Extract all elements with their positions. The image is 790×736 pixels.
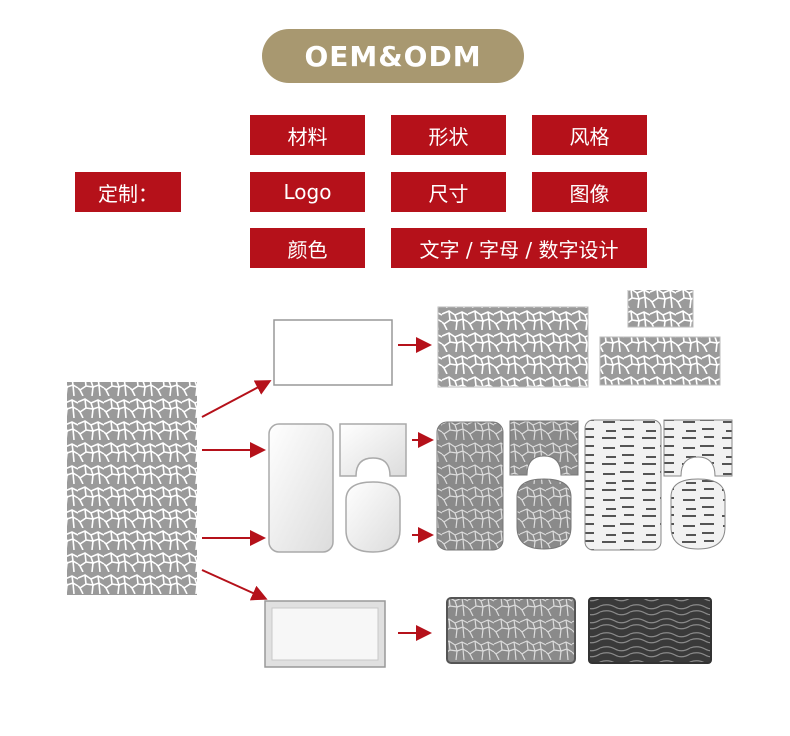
textured-lid-cover	[516, 478, 572, 550]
blank-framed-mat-inner	[271, 607, 379, 661]
tag-image: 图像	[532, 172, 647, 212]
print-contour-mat	[663, 419, 733, 477]
textured-rect-large	[437, 306, 589, 388]
textured-bath-mat	[436, 421, 504, 551]
product-diagram	[67, 290, 733, 668]
tag-material: 材料	[250, 115, 365, 155]
tag-text-design: 文字 / 字母 / 数字设计	[391, 228, 647, 268]
tag-color: 颜色	[250, 228, 365, 268]
blank-contour-mat	[339, 423, 407, 477]
wood-grain-mat	[588, 597, 712, 664]
arrow-to-framed	[201, 569, 268, 601]
print-lid-cover	[670, 478, 726, 550]
title-pill: OEM&ODM	[262, 29, 524, 83]
tag-size: 尺寸	[391, 172, 506, 212]
textured-framed-mat	[446, 597, 576, 664]
source-texture	[67, 382, 197, 595]
tag-shape: 形状	[391, 115, 506, 155]
textured-rect-medium	[599, 336, 721, 386]
textured-rect-small	[627, 290, 694, 328]
blank-bath-mat	[268, 423, 334, 553]
blank-rect-mat	[273, 319, 393, 386]
arrow-to-rect	[201, 380, 272, 418]
page-title: OEM&ODM	[304, 39, 482, 73]
blank-lid-cover	[345, 481, 401, 553]
textured-contour-mat	[509, 420, 579, 476]
tag-logo: Logo	[250, 172, 365, 212]
customize-label: 定制：	[75, 172, 181, 212]
print-bath-mat	[584, 419, 662, 551]
tag-style: 风格	[532, 115, 647, 155]
